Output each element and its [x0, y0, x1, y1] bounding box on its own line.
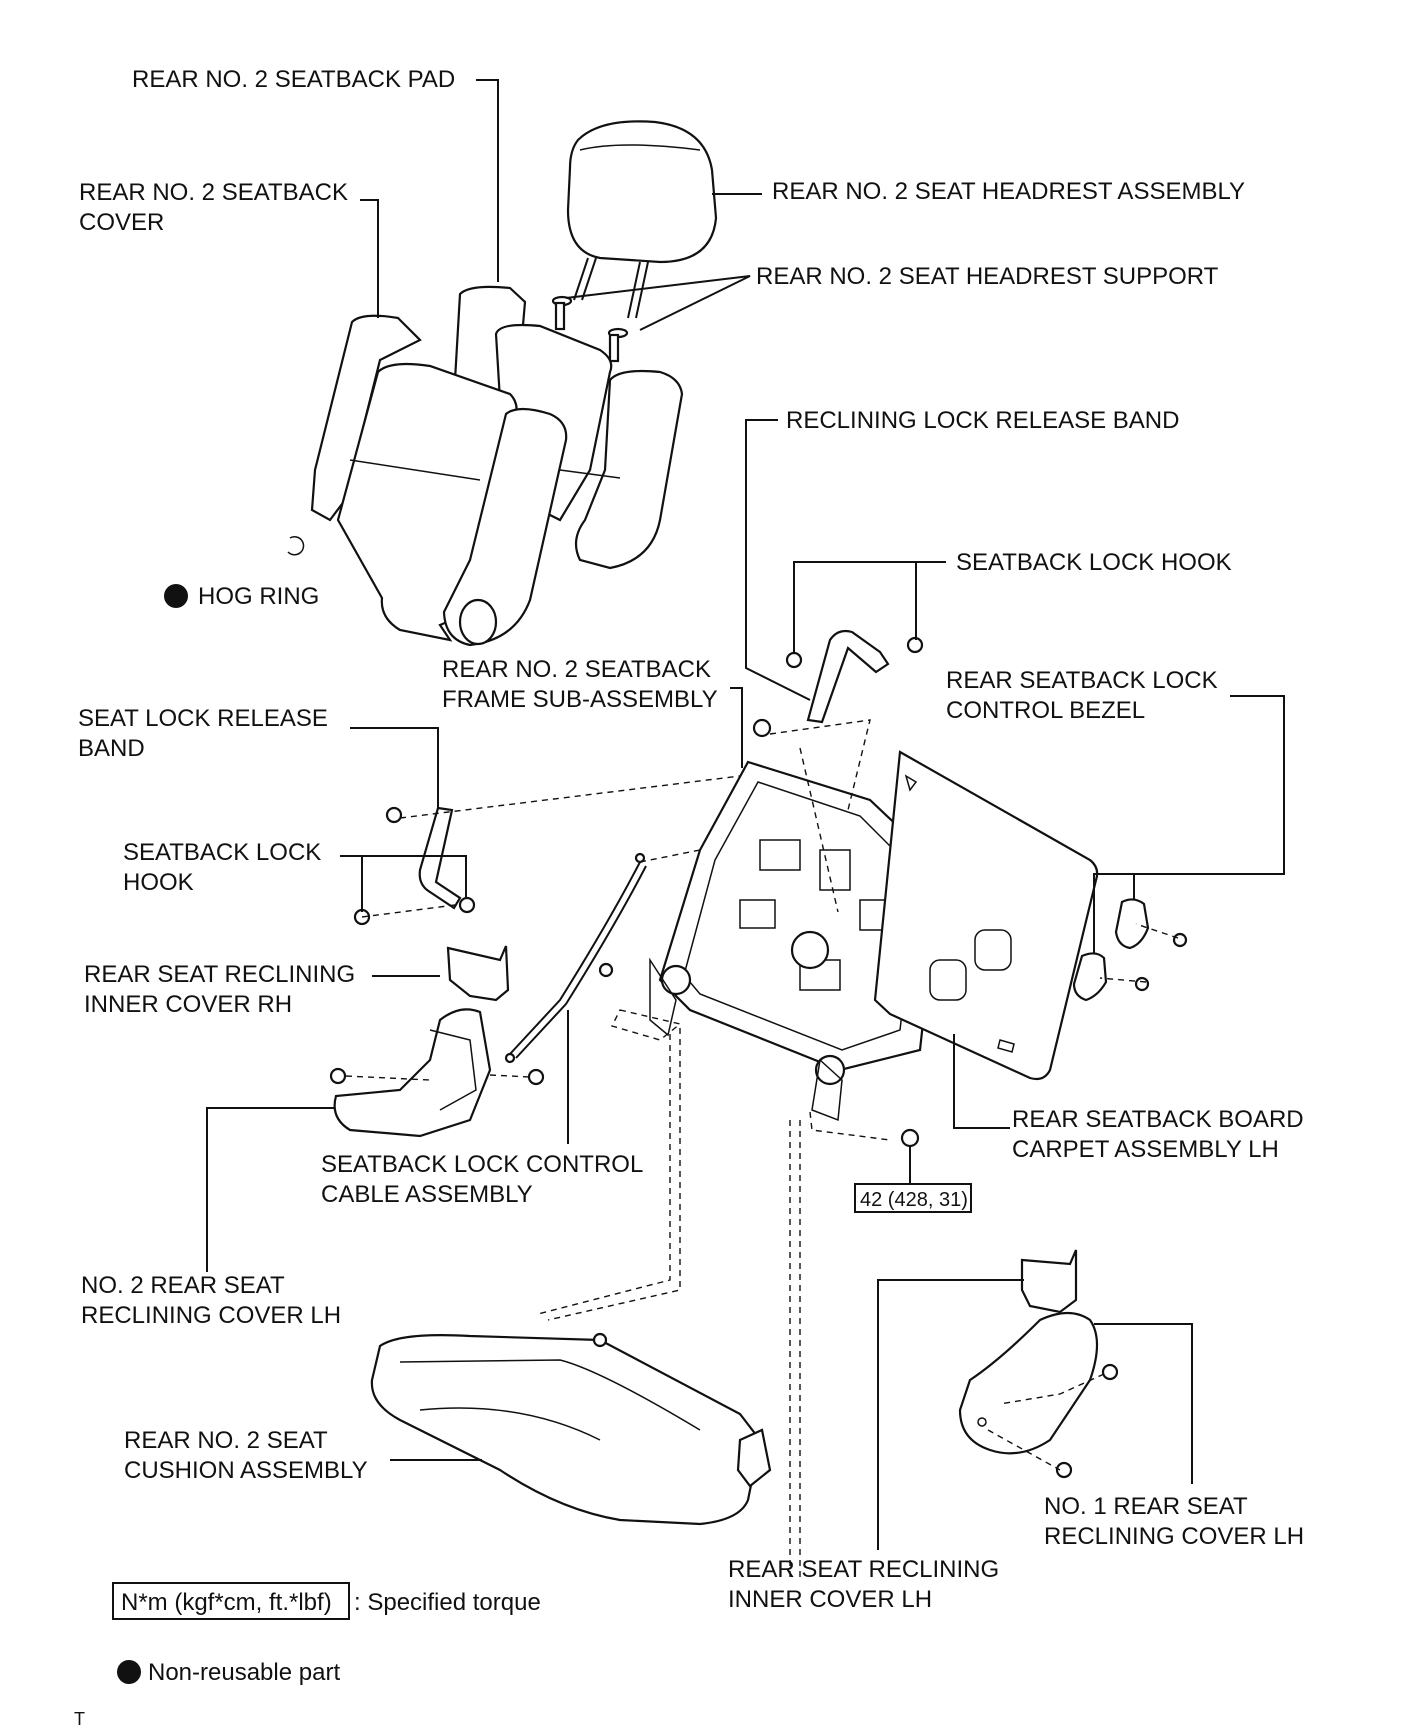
- label-seatback-pad: REAR NO. 2 SEATBACK PAD: [132, 66, 455, 93]
- legend-torque-unit: N*m (kgf*cm, ft.*lbf): [121, 1589, 332, 1616]
- seatback-frame-subassembly: [649, 760, 942, 1122]
- seatback-lock-control-cable: [504, 852, 647, 1064]
- part-labels: REAR NO. 2 SEATBACK PAD REAR NO. 2 SEATB…: [78, 66, 1304, 1613]
- label-lock-control-bezel-line2: CONTROL BEZEL: [946, 697, 1145, 724]
- legend-torque-desc: : Specified torque: [354, 1589, 541, 1616]
- label-frame-subassembly: REAR NO. 2 SEATBACK: [442, 656, 711, 683]
- headrest-assembly: [566, 120, 718, 319]
- legend-torque-box: [112, 1582, 350, 1620]
- label-reclining-inner-cover-rh-line2: INNER COVER RH: [84, 991, 292, 1018]
- label-hog-ring: HOG RING: [198, 583, 319, 610]
- label-board-carpet: REAR SEATBACK BOARD: [1012, 1106, 1304, 1133]
- label-headrest-support: REAR NO. 2 SEAT HEADREST SUPPORT: [756, 263, 1219, 290]
- bolt: [900, 1128, 920, 1148]
- label-seatback-cover: REAR NO. 2 SEATBACK: [79, 179, 348, 206]
- leader-lines: [206, 79, 1285, 1550]
- footer-code: T: [74, 1709, 85, 1729]
- label-seat-lock-release-band: SEAT LOCK RELEASE: [78, 705, 328, 732]
- torque-spec-box: [854, 1183, 972, 1213]
- legend: N*m (kgf*cm, ft.*lbf) : Specified torque…: [112, 1582, 541, 1686]
- no1-reclining-cover-lh: [958, 1311, 1119, 1479]
- hog-ring: [287, 536, 305, 556]
- seatback-board-carpet-lh: [873, 750, 1099, 1081]
- label-no2-reclining-cover-lh: NO. 2 REAR SEAT: [81, 1272, 285, 1299]
- seatback-cover: [310, 314, 568, 647]
- label-no1-reclining-cover-lh-line2: RECLINING COVER LH: [1044, 1523, 1304, 1550]
- non-reusable-bullet-icon: [164, 584, 188, 608]
- label-board-carpet-line2: CARPET ASSEMBLY LH: [1012, 1136, 1279, 1163]
- label-no1-reclining-cover-lh: NO. 1 REAR SEAT: [1044, 1493, 1248, 1520]
- reclining-inner-cover-rh: [446, 945, 510, 1002]
- label-reclining-inner-cover-lh: REAR SEAT RECLINING: [728, 1556, 999, 1583]
- label-cushion-assembly-line2: CUSHION ASSEMBLY: [124, 1457, 368, 1484]
- label-lock-control-bezel: REAR SEATBACK LOCK: [946, 667, 1218, 694]
- label-seatback-cover-line2: COVER: [79, 209, 164, 236]
- seat-cushion-assembly: [370, 1332, 772, 1526]
- label-seatback-lock-hook-lower-line2: HOOK: [123, 869, 194, 896]
- label-reclining-inner-cover-rh: REAR SEAT RECLINING: [84, 961, 355, 988]
- legend-non-reusable: Non-reusable part: [148, 1659, 340, 1686]
- seatback-lock-hook-upper: [752, 629, 924, 738]
- label-seatback-lock-hook-lower: SEATBACK LOCK: [123, 839, 321, 866]
- legend-non-reusable-bullet-icon: [117, 1660, 141, 1684]
- torque-spec-value: 42 (428, 31): [860, 1189, 968, 1211]
- label-seat-lock-release-band-line2: BAND: [78, 735, 145, 762]
- label-reclining-inner-cover-lh-line2: INNER COVER LH: [728, 1586, 932, 1613]
- no2-reclining-cover-lh: [329, 962, 614, 1138]
- label-cushion-assembly: REAR NO. 2 SEAT: [124, 1427, 328, 1454]
- label-lock-control-cable-line2: CABLE ASSEMBLY: [321, 1181, 533, 1208]
- label-no2-reclining-cover-lh-line2: RECLINING COVER LH: [81, 1302, 341, 1329]
- label-frame-subassembly-line2: FRAME SUB-ASSEMBLY: [442, 686, 718, 713]
- headrest-support: [551, 295, 629, 363]
- label-reclining-lock-release-band: RECLINING LOCK RELEASE BAND: [786, 407, 1179, 434]
- label-headrest-assembly: REAR NO. 2 SEAT HEADREST ASSEMBLY: [772, 178, 1245, 205]
- label-seatback-lock-hook-upper: SEATBACK LOCK HOOK: [956, 549, 1232, 576]
- reclining-inner-cover-lh: [1020, 1249, 1078, 1314]
- lock-control-bezel: [1072, 898, 1188, 1002]
- label-lock-control-cable: SEATBACK LOCK CONTROL: [321, 1151, 643, 1178]
- alignment-lines: [345, 719, 1179, 1580]
- seatback-lock-hook-lower: [353, 806, 476, 926]
